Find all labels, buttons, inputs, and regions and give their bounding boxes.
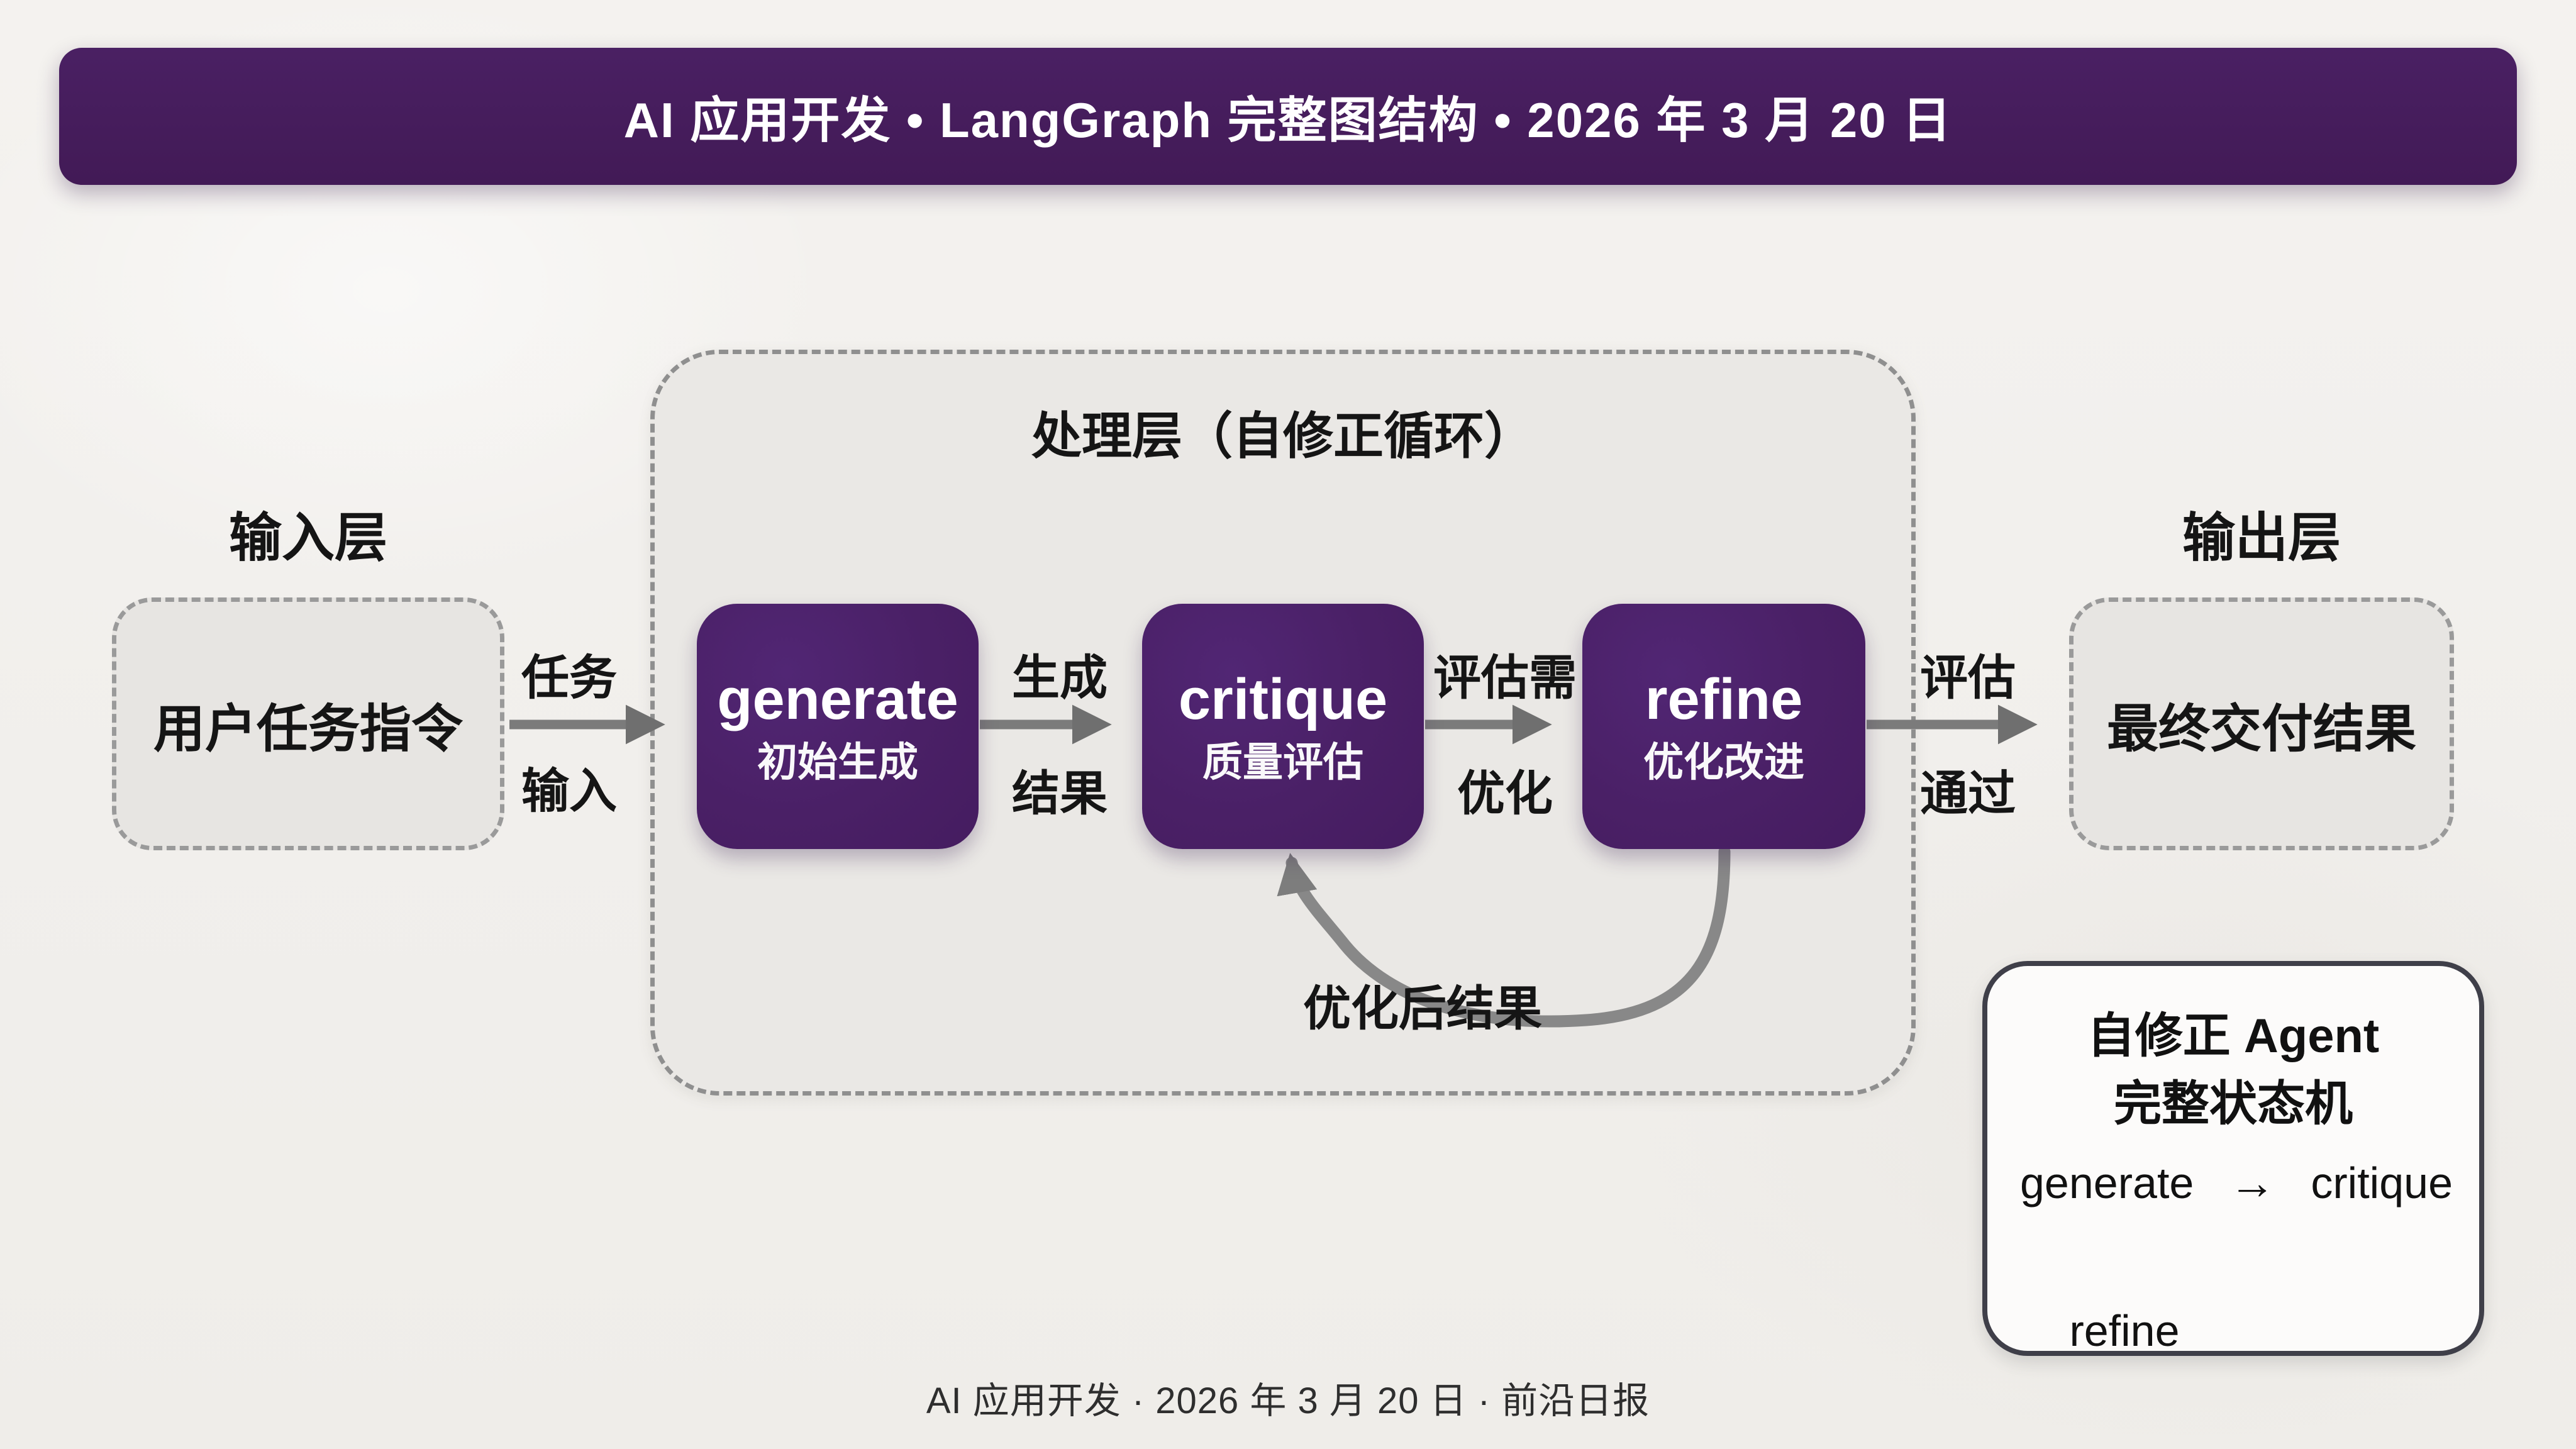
edge-output-bottom-label: 通过 (1920, 767, 2016, 821)
state-machine-title-line2: 完整状态机 (2114, 1077, 2353, 1131)
input-node-label: 用户任务指令 (153, 700, 463, 758)
right-arrow-icon: → (2229, 1157, 2276, 1209)
input-layer-label: 输入层 (228, 508, 387, 567)
generate-node-subtitle: 初始生成 (757, 740, 918, 785)
critique-node: critique 质量评估 (1142, 604, 1424, 849)
state-machine-title-line1: 自修正 Agent (2087, 1009, 2380, 1063)
edge-output-top-label: 评估 (1920, 652, 2016, 705)
generate-node: generate 初始生成 (697, 604, 979, 849)
banner-title: AI 应用开发 • LangGraph 完整图结构 • 2026 年 3 月 2… (623, 92, 1953, 148)
edge-task-bottom-label: 输入 (521, 765, 617, 818)
input-node: 用户任务指令 (112, 597, 504, 850)
edge-generate-top-label: 生成 (1012, 652, 1108, 705)
refine-node: refine 优化改进 (1582, 604, 1865, 849)
output-node-label: 最终交付结果 (2106, 700, 2416, 758)
state-machine-row: generate → critique (2020, 1155, 2453, 1211)
edge-task-top-label: 任务 (521, 652, 617, 705)
critique-node-subtitle: 质量评估 (1202, 740, 1363, 785)
critique-node-name: critique (1178, 667, 1388, 731)
refine-node-name: refine (1645, 667, 1803, 731)
state-machine-title: 自修正 Agent 完整状态机 (1987, 1002, 2479, 1138)
state-machine-card: 自修正 Agent 完整状态机 generate → critique refi… (1982, 961, 2484, 1356)
output-layer-label: 输出层 (2182, 508, 2341, 567)
refine-node-subtitle: 优化改进 (1643, 740, 1804, 785)
banner: AI 应用开发 • LangGraph 完整图结构 • 2026 年 3 月 2… (59, 48, 2517, 185)
state-refine-label: refine (2069, 1306, 2180, 1355)
processing-layer-title: 处理层（自修正循环） (1031, 408, 1535, 464)
state-generate-label: generate (2020, 1158, 2194, 1208)
edge-generate-bottom-label: 结果 (1012, 767, 1108, 821)
edge-critique-top-label: 评估需 (1433, 652, 1577, 705)
state-critique-label: critique (2311, 1158, 2453, 1208)
footer-caption: AI 应用开发 · 2026 年 3 月 20 日 · 前沿日报 (926, 1380, 1650, 1421)
output-node: 最终交付结果 (2069, 597, 2454, 850)
edge-critique-bottom-label: 优化 (1457, 767, 1553, 821)
generate-node-name: generate (717, 667, 958, 731)
loop-edge-label: 优化后结果 (1303, 982, 1542, 1036)
